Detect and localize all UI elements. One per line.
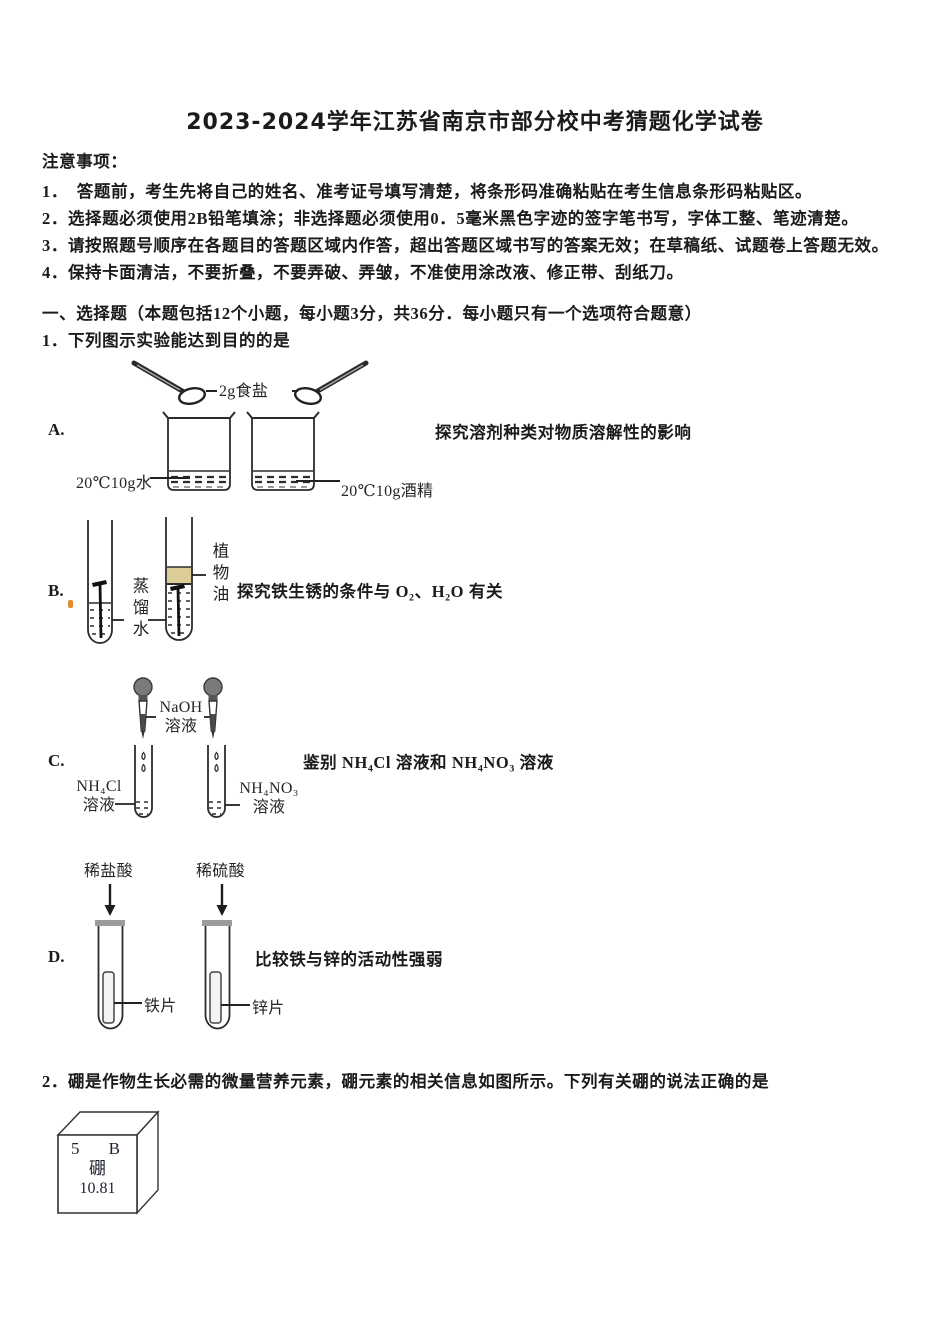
option-b-desc: 探究铁生锈的条件与 O₂、H₂O 有关 bbox=[237, 582, 504, 601]
zinc-strip-label: 锌片 bbox=[252, 1000, 285, 1017]
nh4no3-label: NH₄NO₃ 溶液 bbox=[236, 779, 302, 817]
element-name: 硼 bbox=[89, 1159, 106, 1178]
dilute-h2so4-label: 稀硫酸 bbox=[196, 863, 245, 880]
drop-icon bbox=[141, 751, 146, 761]
nh4cl-label-line1: NH₄Cl bbox=[76, 778, 122, 795]
zinc-strip bbox=[209, 971, 222, 1024]
notice-item-4: 4．保持卡面清洁，不要折叠，不要弄破、弄皱，不准使用涂改液、修正带、刮纸刀。 bbox=[42, 263, 684, 282]
notice-item-2: 2．选择题必须使用2B铅笔填涂；非选择题必须使用0．5毫米黑色字迹的签字笔书写，… bbox=[42, 209, 859, 228]
identification-diagram bbox=[115, 677, 240, 818]
question-1-text: 1．下列图示实验能达到目的的是 bbox=[42, 331, 291, 350]
option-a-letter: A. bbox=[48, 420, 65, 439]
drop-icon bbox=[214, 763, 219, 773]
dilute-hcl-label: 稀盐酸 bbox=[84, 863, 133, 880]
iron-nail-icon bbox=[170, 584, 185, 637]
test-tube-zinc bbox=[202, 920, 232, 1030]
iron-strip-label: 铁片 bbox=[144, 998, 177, 1015]
nh4no3-label-line2: 溶液 bbox=[252, 799, 286, 816]
test-tube-nh4cl bbox=[134, 745, 153, 818]
notice-item-1: 1． 答题前，考生先将自己的姓名、准考证号填写清楚，将条形码准确粘贴在考生信息条… bbox=[42, 182, 813, 201]
spoon-right-icon bbox=[293, 360, 369, 406]
element-atomic-number: 5 bbox=[71, 1139, 80, 1158]
test-tube-iron bbox=[95, 920, 125, 1030]
notice-item-3: 3．请按照题号顺序在各题目的答题区域内作答，超出答题区域书写的答案无效；在草稿纸… bbox=[42, 236, 889, 255]
section-1-heading: 一、选择题（本题包括12个小题，每小题3分，共36分．每小题只有一个选项符合题意… bbox=[42, 304, 702, 323]
rust-test-tubes-diagram bbox=[87, 517, 206, 644]
scan-artifact-dot bbox=[68, 600, 73, 608]
element-cube-diagram bbox=[56, 1110, 160, 1215]
naoh-label: NaOH 溶液 bbox=[156, 698, 206, 736]
dropper-left-icon bbox=[133, 677, 153, 739]
nh4no3-label-line1: NH₄NO₃ bbox=[239, 780, 299, 797]
element-info-box: 5 B 硼 10.81 bbox=[58, 1139, 137, 1198]
salt-spoons-diagram bbox=[131, 360, 369, 406]
option-a-desc: 探究溶剂种类对物质溶解性的影响 bbox=[435, 423, 692, 442]
water-beaker-label: 20℃10g水 bbox=[76, 475, 152, 492]
alcohol-beaker-label: 20℃10g酒精 bbox=[341, 483, 434, 500]
vegetable-oil-label: 植物油 bbox=[210, 542, 229, 607]
test-tube-oil bbox=[165, 517, 193, 641]
dropper-right-icon bbox=[203, 677, 223, 739]
beakers-diagram bbox=[150, 411, 340, 491]
option-b-letter: B. bbox=[48, 581, 64, 600]
drop-icon bbox=[141, 763, 146, 773]
option-c-letter: C. bbox=[48, 751, 65, 770]
question-2-text: 2．硼是作物生长必需的微量营养元素，硼元素的相关信息如图所示。下列有关硼的说法正… bbox=[42, 1072, 770, 1091]
option-d-desc: 比较铁与锌的活动性强弱 bbox=[255, 950, 444, 969]
notice-heading: 注意事项： bbox=[42, 152, 128, 171]
vegetable-oil-band bbox=[167, 567, 191, 584]
element-number-symbol-row: 5 B bbox=[58, 1139, 137, 1158]
down-arrow-icon bbox=[104, 884, 116, 916]
beaker-left bbox=[162, 411, 236, 491]
distilled-water-label: 蒸馏水 bbox=[130, 577, 149, 642]
iron-strip bbox=[102, 971, 115, 1024]
test-tube-water bbox=[87, 520, 113, 644]
iron-nail-icon bbox=[92, 580, 107, 639]
beaker-right bbox=[246, 411, 320, 491]
nh4cl-label-line2: 溶液 bbox=[82, 797, 116, 814]
down-arrow-icon bbox=[216, 884, 228, 916]
drop-icon bbox=[214, 751, 219, 761]
page-title: 2023-2024学年江苏省南京市部分校中考猜题化学试卷 bbox=[186, 110, 764, 135]
test-tube-nh4no3 bbox=[207, 745, 226, 818]
element-symbol: B bbox=[108, 1139, 120, 1158]
element-atomic-mass: 10.81 bbox=[79, 1180, 116, 1197]
spoon-left-icon bbox=[131, 360, 207, 406]
naoh-label-line1: NaOH bbox=[159, 699, 203, 716]
option-c-desc: 鉴别 NH₄Cl 溶液和 NH₄NO₃ 溶液 bbox=[303, 753, 554, 772]
naoh-label-line2: 溶液 bbox=[164, 718, 198, 735]
metal-activity-diagram bbox=[95, 884, 250, 1030]
nh4cl-label: NH₄Cl 溶液 bbox=[70, 777, 128, 815]
option-d-letter: D. bbox=[48, 947, 65, 966]
cube-front-face bbox=[57, 1134, 138, 1214]
salt-label: 2g食盐 bbox=[219, 383, 269, 400]
